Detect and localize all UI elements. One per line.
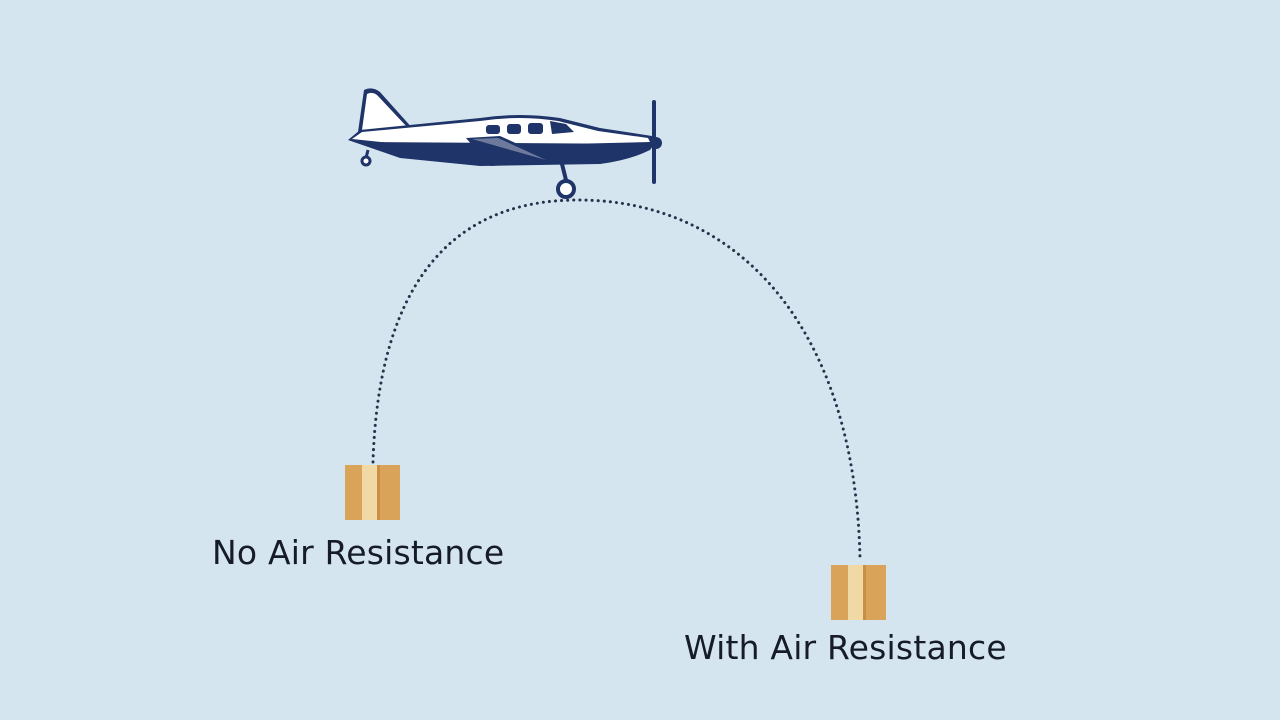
package-icon-no-air-resistance	[345, 465, 400, 520]
airplane-icon	[348, 88, 662, 199]
label-no-air-resistance: No Air Resistance	[212, 533, 505, 572]
label-with-air-resistance: With Air Resistance	[684, 628, 1007, 667]
drop-trajectory-path	[371, 198, 862, 560]
package-icon-with-air-resistance	[831, 565, 886, 620]
